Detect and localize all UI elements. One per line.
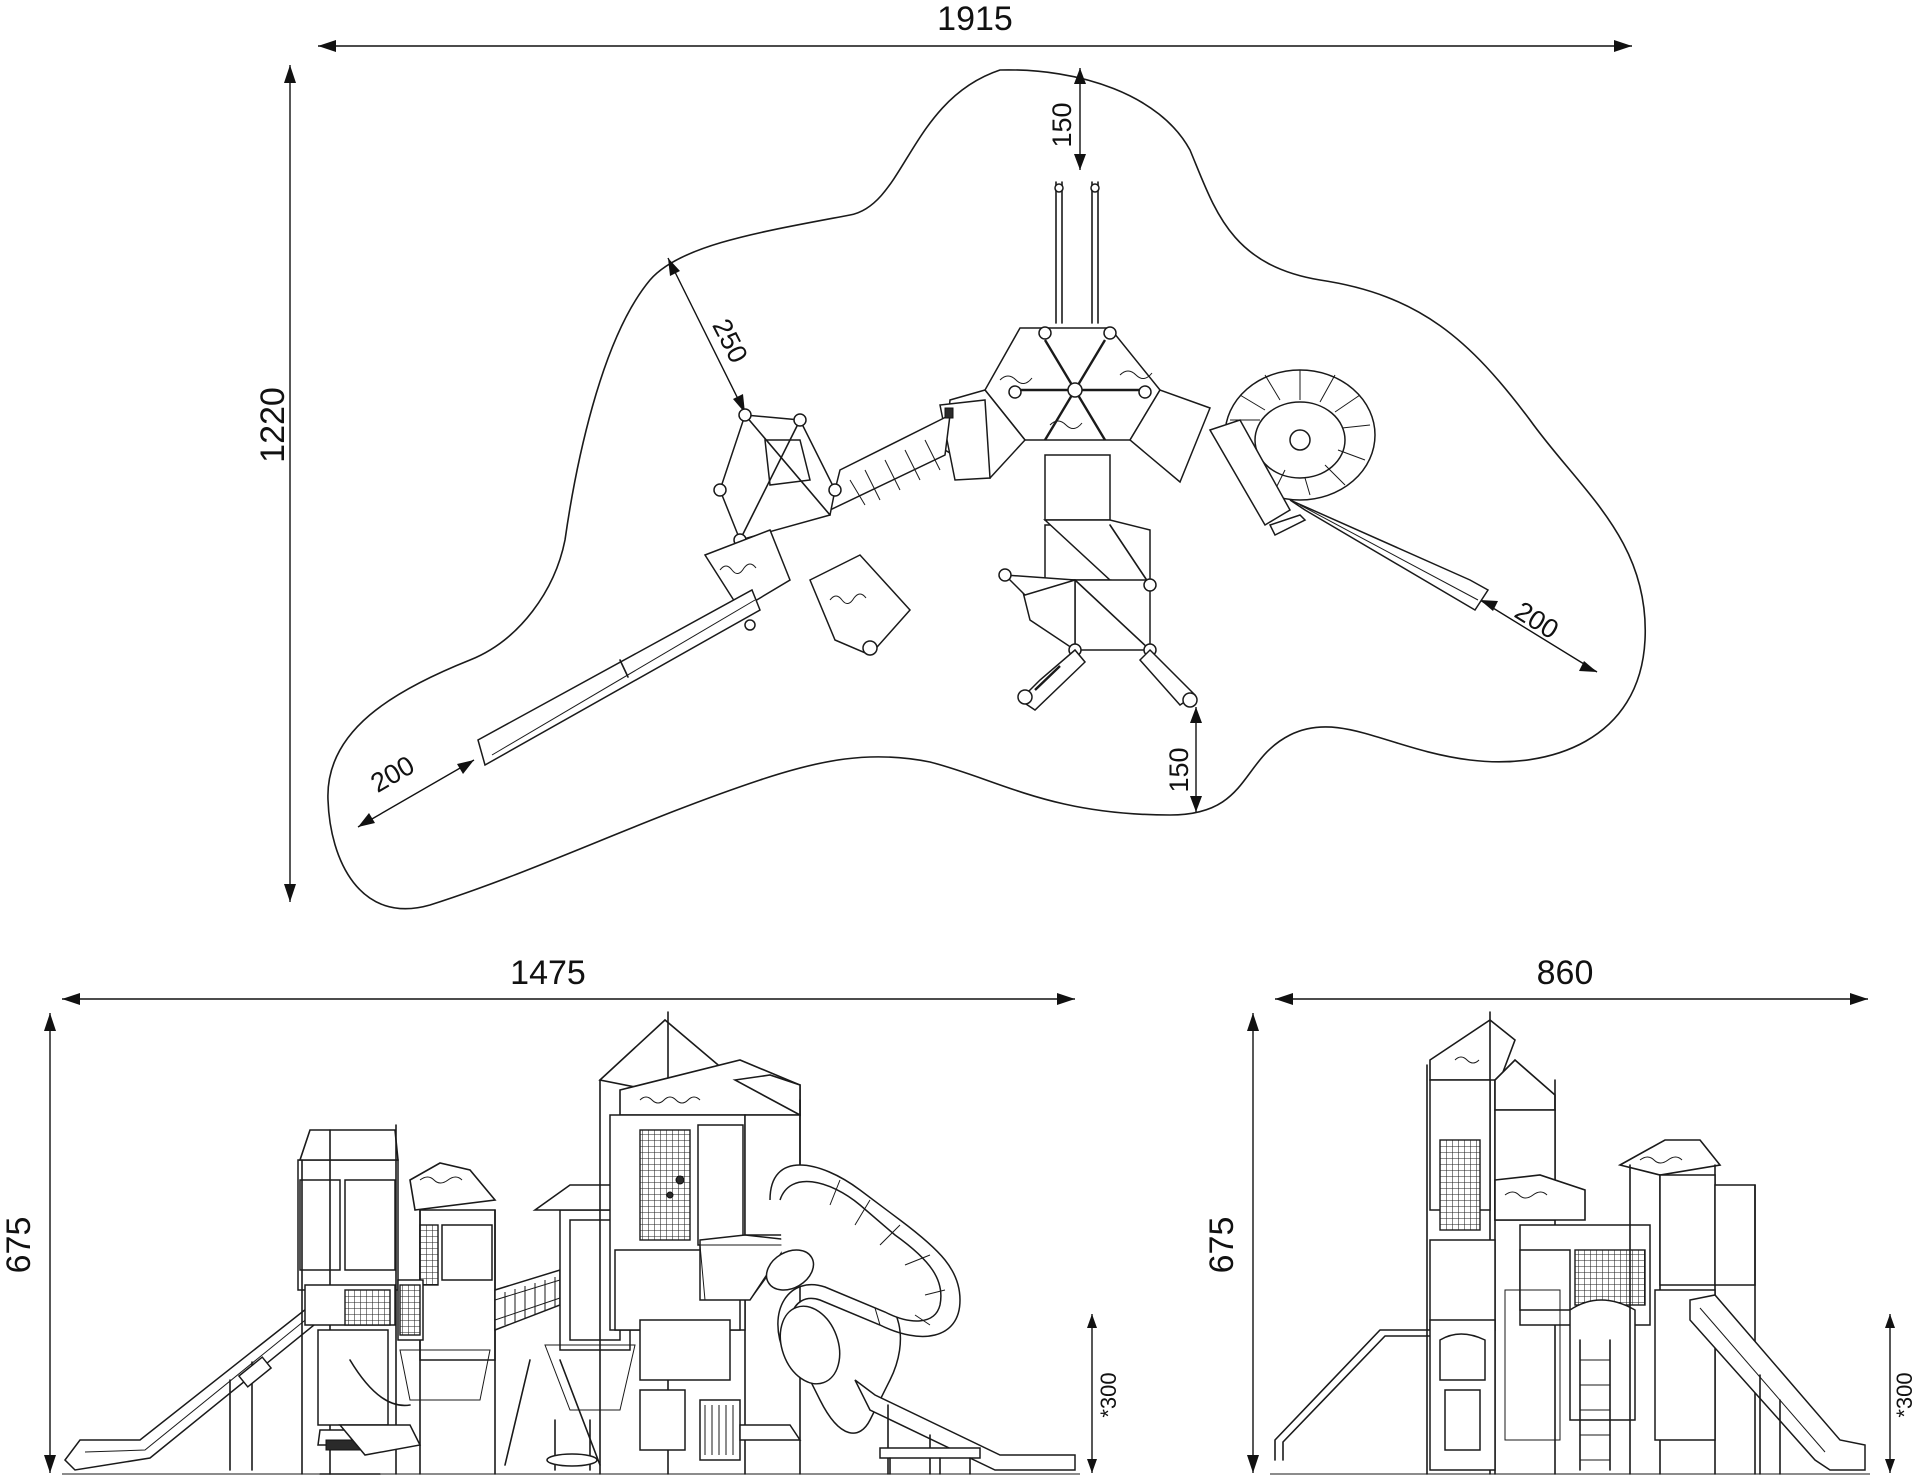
side-fall-height-dimension: *300 [1885, 1314, 1917, 1473]
front-fall-height-dimension: *300 [1087, 1314, 1121, 1473]
plan-height-label: 1220 [254, 387, 292, 463]
clearance-diag-label: 250 [706, 314, 753, 368]
spiral-tube-front [765, 1164, 1076, 1475]
plan-width-label: 1915 [937, 0, 1013, 38]
side-width-label: 860 [1537, 954, 1594, 992]
side-fall-height-label: *300 [1892, 1372, 1917, 1417]
clearance-right-slide-dimension: 200 [1479, 596, 1598, 673]
clearance-bottom-dimension: 150 [1164, 707, 1202, 812]
clearance-bottom-label: 150 [1164, 747, 1194, 792]
equipment-plan [477, 181, 1490, 767]
spiral-tube-plan [1208, 369, 1376, 537]
plan-view: 1915 1220 150 150 25 [254, 0, 1646, 910]
side-height-label: 675 [1203, 1217, 1241, 1274]
front-view: 1475 675 *300 [0, 954, 1121, 1475]
front-width-label: 1475 [510, 954, 586, 992]
clearance-right-slide-label: 200 [1510, 596, 1564, 645]
front-width-dimension: 1475 [62, 954, 1075, 1005]
front-height-dimension: 675 [0, 1013, 56, 1473]
plan-width-dimension: 1915 [318, 0, 1632, 52]
front-equipment [62, 1011, 1080, 1475]
side-view: 860 675 *300 [1203, 954, 1917, 1475]
side-height-dimension: 675 [1203, 1013, 1259, 1473]
plan-height-dimension: 1220 [254, 65, 296, 902]
clearance-left-slide-dimension: 200 [357, 750, 475, 828]
side-equipment [1270, 1011, 1870, 1475]
clearance-top-label: 150 [1047, 102, 1077, 147]
front-fall-height-label: *300 [1096, 1372, 1121, 1417]
clearance-left-slide-label: 200 [365, 750, 419, 799]
front-height-label: 675 [0, 1217, 38, 1274]
safety-zone-outline [327, 69, 1646, 910]
clearance-top-dimension: 150 [1047, 68, 1086, 170]
side-width-dimension: 860 [1275, 954, 1868, 1005]
clearance-diag-dimension: 250 [667, 257, 754, 414]
